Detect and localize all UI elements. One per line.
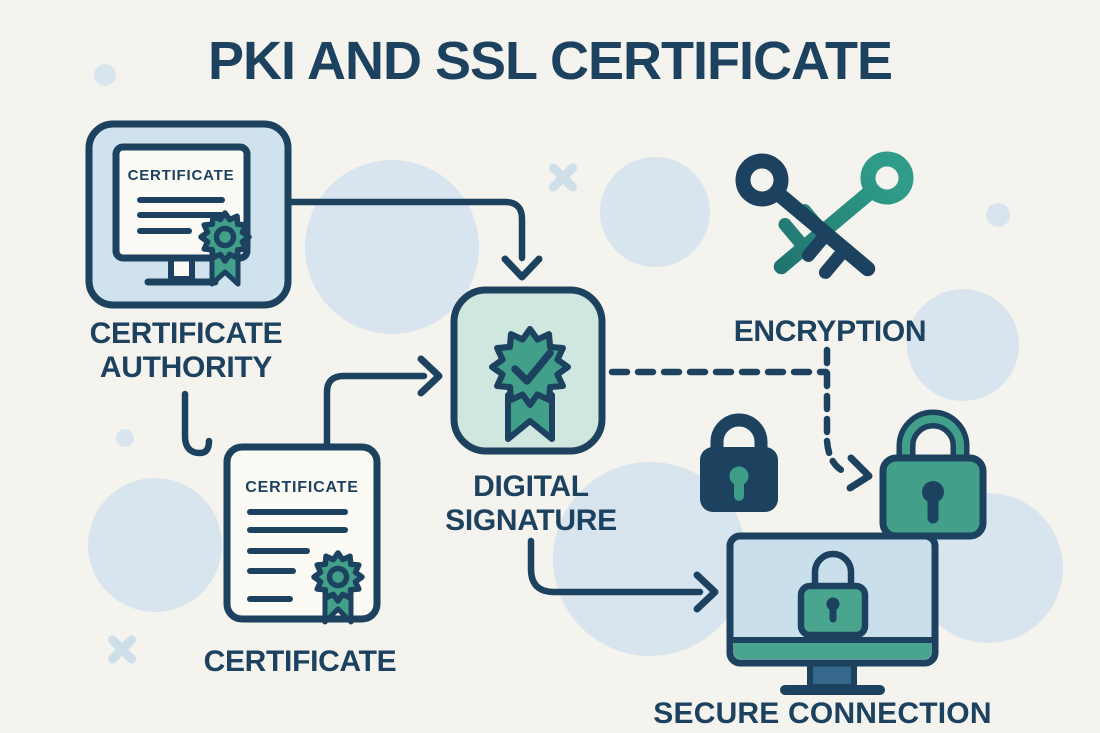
arrowhead-down-icon bbox=[501, 255, 543, 281]
label-encryption: ENCRYPTION bbox=[733, 315, 927, 348]
label-certificate: CERTIFICATE bbox=[203, 645, 397, 678]
arrowhead-right-icon bbox=[846, 454, 873, 492]
decor-circle bbox=[907, 289, 1019, 401]
decor-circle bbox=[88, 478, 222, 612]
certificate-document-icon: CERTIFICATE bbox=[223, 443, 381, 625]
digital-signature-badge-icon bbox=[450, 286, 606, 455]
ca-monitor-certificate-icon: CERTIFICATE bbox=[85, 120, 292, 309]
secure-monitor-icon bbox=[726, 532, 939, 695]
dashed-curve-to-padlock bbox=[823, 437, 851, 477]
decor-circle bbox=[305, 160, 479, 334]
arrow-ca-to-signature bbox=[286, 198, 526, 262]
decor-dot bbox=[116, 429, 134, 447]
page-title: PKI AND SSL CERTIFICATE bbox=[207, 31, 893, 91]
navy-key-icon bbox=[735, 153, 876, 279]
arrowhead-right-icon bbox=[417, 355, 443, 397]
arrow-signature-to-secure bbox=[527, 537, 704, 596]
label-digital-signature: DIGITAL SIGNATURE bbox=[445, 470, 617, 538]
crossed-keys-icon bbox=[735, 151, 914, 279]
arrowhead-right-icon bbox=[693, 571, 719, 613]
ca-document-title: CERTIFICATE bbox=[128, 167, 235, 184]
padlock-teal-icon bbox=[879, 409, 987, 540]
decor-circle bbox=[986, 203, 1010, 227]
line-ca-to-certificate bbox=[181, 390, 213, 457]
label-secure-connection: SECURE CONNECTION bbox=[653, 697, 992, 730]
arrow-certificate-to-signature bbox=[323, 372, 428, 449]
checkmark-icon bbox=[511, 349, 554, 385]
screen-padlock-icon bbox=[797, 550, 869, 639]
certificate-document-title: CERTIFICATE bbox=[245, 479, 358, 496]
decor-circle bbox=[94, 64, 116, 86]
decor-circle bbox=[600, 157, 710, 267]
padlock-dark-icon bbox=[700, 413, 778, 512]
label-certificate-authority: CERTIFICATE AUTHORITY bbox=[89, 317, 283, 385]
